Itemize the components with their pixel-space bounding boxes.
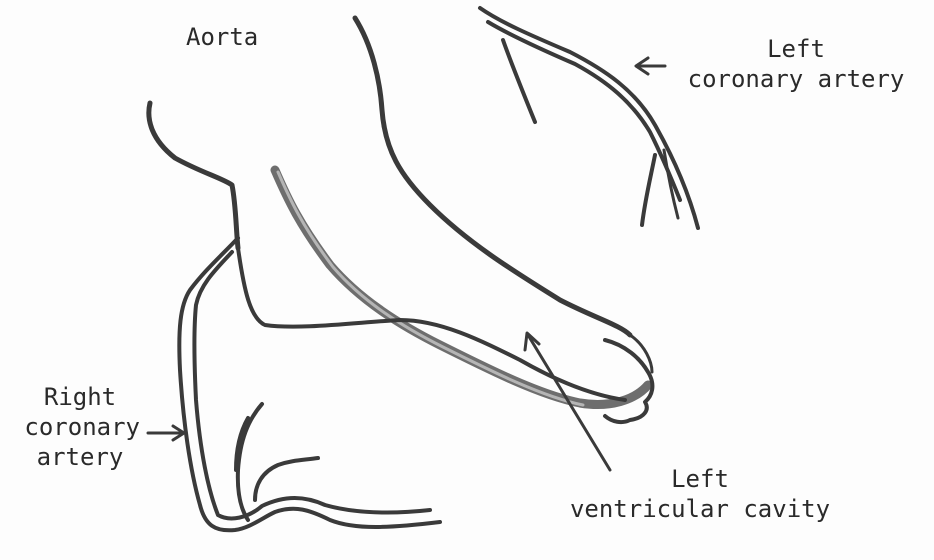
left-coronary-label-line2: coronary artery xyxy=(676,64,916,94)
lv-inferior-wall xyxy=(238,248,625,400)
left-ventricular-label-line1: Left xyxy=(540,464,860,494)
left-coronary-label: Left coronary artery xyxy=(676,34,916,94)
lca-branch xyxy=(503,40,535,122)
aorta-left-wall xyxy=(149,103,238,248)
right-coronary-label-line1: Right xyxy=(20,382,140,412)
lca-outer xyxy=(480,8,698,228)
right-coronary-label: Right coronary artery xyxy=(20,382,140,472)
septum-band xyxy=(275,170,648,404)
left-ventricular-label-line2: ventricular cavity xyxy=(540,494,860,524)
left-ventricular-cavity-label: Left ventricular cavity xyxy=(540,464,860,524)
rca-branch-3 xyxy=(255,458,318,500)
right-coronary-label-line3: artery xyxy=(20,442,140,472)
left-coronary-label-line1: Left xyxy=(676,34,916,64)
aorta-label: Aorta xyxy=(186,22,258,52)
rca-branch-1 xyxy=(238,404,262,520)
rca-inner xyxy=(195,252,431,518)
lca-branch-2 xyxy=(642,155,655,225)
right-coronary-label-line2: coronary xyxy=(20,412,140,442)
aorta-right-wall xyxy=(355,18,630,335)
rca-outer xyxy=(179,238,440,530)
